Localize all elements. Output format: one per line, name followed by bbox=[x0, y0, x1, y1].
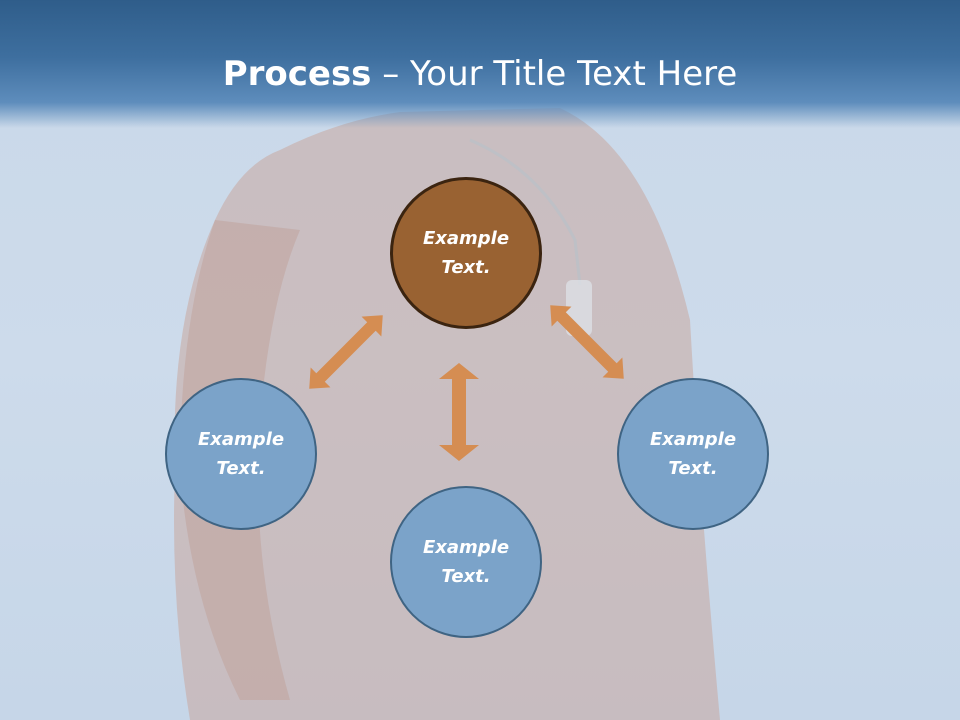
node-bottom: Example Text. bbox=[390, 486, 542, 638]
arrow-top-right bbox=[550, 305, 624, 379]
background-figure bbox=[174, 108, 720, 720]
node-right: Example Text. bbox=[617, 378, 769, 530]
node-left-line1: Example bbox=[197, 429, 285, 450]
node-right-line1: Example bbox=[649, 429, 737, 450]
node-top-line1: Example bbox=[422, 228, 510, 249]
title-rest: – Your Title Text Here bbox=[371, 54, 738, 94]
arrow-vertical bbox=[439, 363, 479, 461]
node-bottom-line2: Text. bbox=[441, 566, 491, 587]
title-bar bbox=[0, 0, 960, 128]
background-necklace bbox=[469, 138, 582, 286]
node-left-line2: Text. bbox=[216, 458, 266, 479]
arrow-top-left bbox=[309, 315, 383, 389]
node-bottom-line1: Example bbox=[422, 537, 510, 558]
node-right-line2: Text. bbox=[668, 458, 718, 479]
node-top-line2: Text. bbox=[441, 257, 491, 278]
node-left: Example Text. bbox=[165, 378, 317, 530]
title-bold: Process bbox=[222, 54, 372, 94]
node-top: Example Text. bbox=[390, 177, 542, 329]
slide-title: Process – Your Title Text Here bbox=[0, 52, 960, 96]
